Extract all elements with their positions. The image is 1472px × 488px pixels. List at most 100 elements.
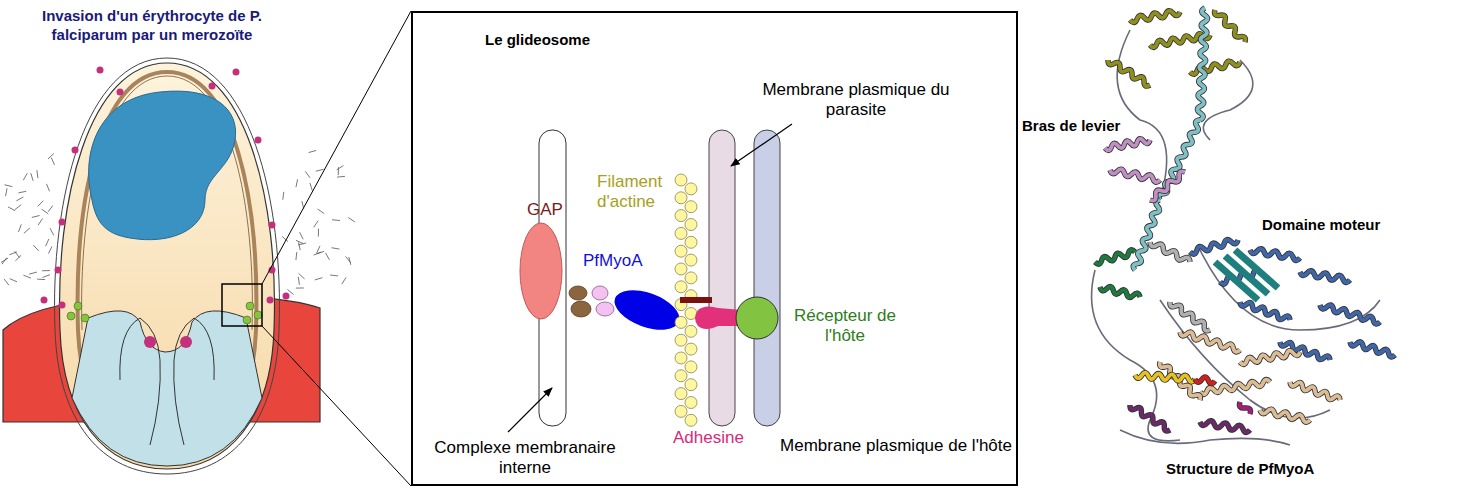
helix [1350, 342, 1395, 357]
helix-outline [1200, 421, 1250, 433]
beta-sheet [1235, 250, 1278, 288]
drawing-part [675, 281, 687, 293]
figure-heading: Invasion d'un érythrocyte de P. falcipar… [34, 6, 270, 44]
helix [1320, 305, 1380, 324]
drawing-part [685, 236, 697, 248]
molecule-dash [16, 197, 23, 201]
inner-membrane-line [82, 76, 253, 330]
molecule-dash [296, 287, 304, 288]
drawing-part [680, 297, 712, 303]
drawing-part [675, 388, 687, 400]
helix-outline [1240, 302, 1290, 320]
molecule-dash [318, 209, 325, 214]
adhesin-dot [246, 302, 254, 310]
helix [1100, 287, 1140, 298]
helix [1190, 240, 1238, 255]
molecule-dash [37, 170, 38, 178]
zoom-line [262, 326, 411, 486]
gap-protein: GAP [515, 198, 571, 322]
molecule-dash [15, 205, 21, 210]
molecule-dash [49, 246, 52, 253]
helix [1110, 169, 1160, 182]
helix [1150, 242, 1190, 262]
protein-structure [1092, 8, 1395, 445]
helix-outline [1170, 302, 1210, 331]
adhesin-dot [243, 316, 251, 324]
molecule-dash [8, 207, 15, 211]
drawing-part [675, 405, 687, 417]
microneme-dot [97, 67, 104, 74]
drawing-part [675, 263, 687, 275]
drawing-part [685, 414, 697, 426]
molecule-dash [24, 228, 30, 233]
structure-label: Domaine moteur [1262, 215, 1380, 234]
helix [1105, 139, 1150, 151]
helix [1135, 373, 1195, 382]
molecule-dash [32, 216, 40, 218]
molecule-dash [5, 185, 13, 187]
molecule-dash [296, 179, 298, 187]
drawing-part [520, 223, 562, 319]
molecule-dash [310, 183, 312, 191]
leader-arrow [508, 388, 552, 432]
host-receptor: Récepteur de l'hôte [735, 294, 903, 350]
drawing-part [675, 316, 687, 328]
drawing-part [685, 397, 697, 409]
molecule-dash [296, 240, 303, 243]
drawing-part [685, 361, 697, 373]
helix-outline [1250, 249, 1300, 261]
molecule-dash [348, 217, 355, 221]
merozoite-outer [55, 58, 280, 474]
drawing-part [685, 254, 697, 266]
microneme-dot [180, 336, 192, 348]
microneme-dot [59, 302, 66, 309]
node-label: Récepteur de l'hôte [792, 306, 898, 346]
molecule-dash [18, 191, 26, 193]
helix-outline [1130, 11, 1180, 23]
molecule-dash [317, 246, 320, 253]
molecule-dash [330, 275, 338, 277]
myosin-motor: PfMyoA [565, 248, 683, 332]
microneme-dot [209, 83, 216, 90]
molecule-dash [295, 252, 297, 260]
helix-outline [1180, 332, 1240, 352]
helix [1195, 377, 1215, 384]
molecule-dash [4, 279, 9, 285]
molecule-dash [1, 258, 8, 262]
helix-outline [1135, 373, 1195, 382]
drawing-part [685, 379, 697, 391]
drawing-part [685, 343, 697, 355]
molecule-dash [337, 166, 344, 170]
protein-loop [1092, 270, 1180, 441]
node-label: PfMyoA [583, 251, 653, 271]
helix-outline [1215, 10, 1246, 42]
helix-outline [1320, 305, 1380, 324]
helix-outline [1095, 250, 1135, 264]
drawing-part [685, 325, 697, 337]
helix-outline [1100, 287, 1140, 298]
helix [1197, 8, 1207, 120]
drawing-part [609, 282, 685, 337]
molecule-dash [315, 278, 323, 280]
node-label: Filament d'actine [597, 172, 673, 212]
node-label: Adhesine [673, 428, 749, 448]
helix [1240, 302, 1290, 320]
drawing-part [675, 210, 687, 222]
molecule-dash [300, 232, 304, 239]
microneme-dot [233, 69, 240, 76]
zoom-line [262, 11, 411, 284]
helix [1170, 302, 1210, 331]
molecule-dash [18, 224, 21, 231]
merozoite [60, 63, 275, 469]
membrane-label: Membrane plasmique de l'hôte [778, 436, 1014, 456]
molecule-dash [349, 257, 351, 265]
molecule-dash [33, 245, 38, 251]
structure-label: Bras de levier [1022, 116, 1120, 135]
molecule-dash [50, 228, 54, 235]
apical-region [72, 311, 262, 466]
molecule-dash [326, 253, 330, 260]
molecule-dash [337, 176, 345, 178]
node-label: Le glideosome [485, 30, 615, 49]
molecule-dash [37, 279, 45, 281]
